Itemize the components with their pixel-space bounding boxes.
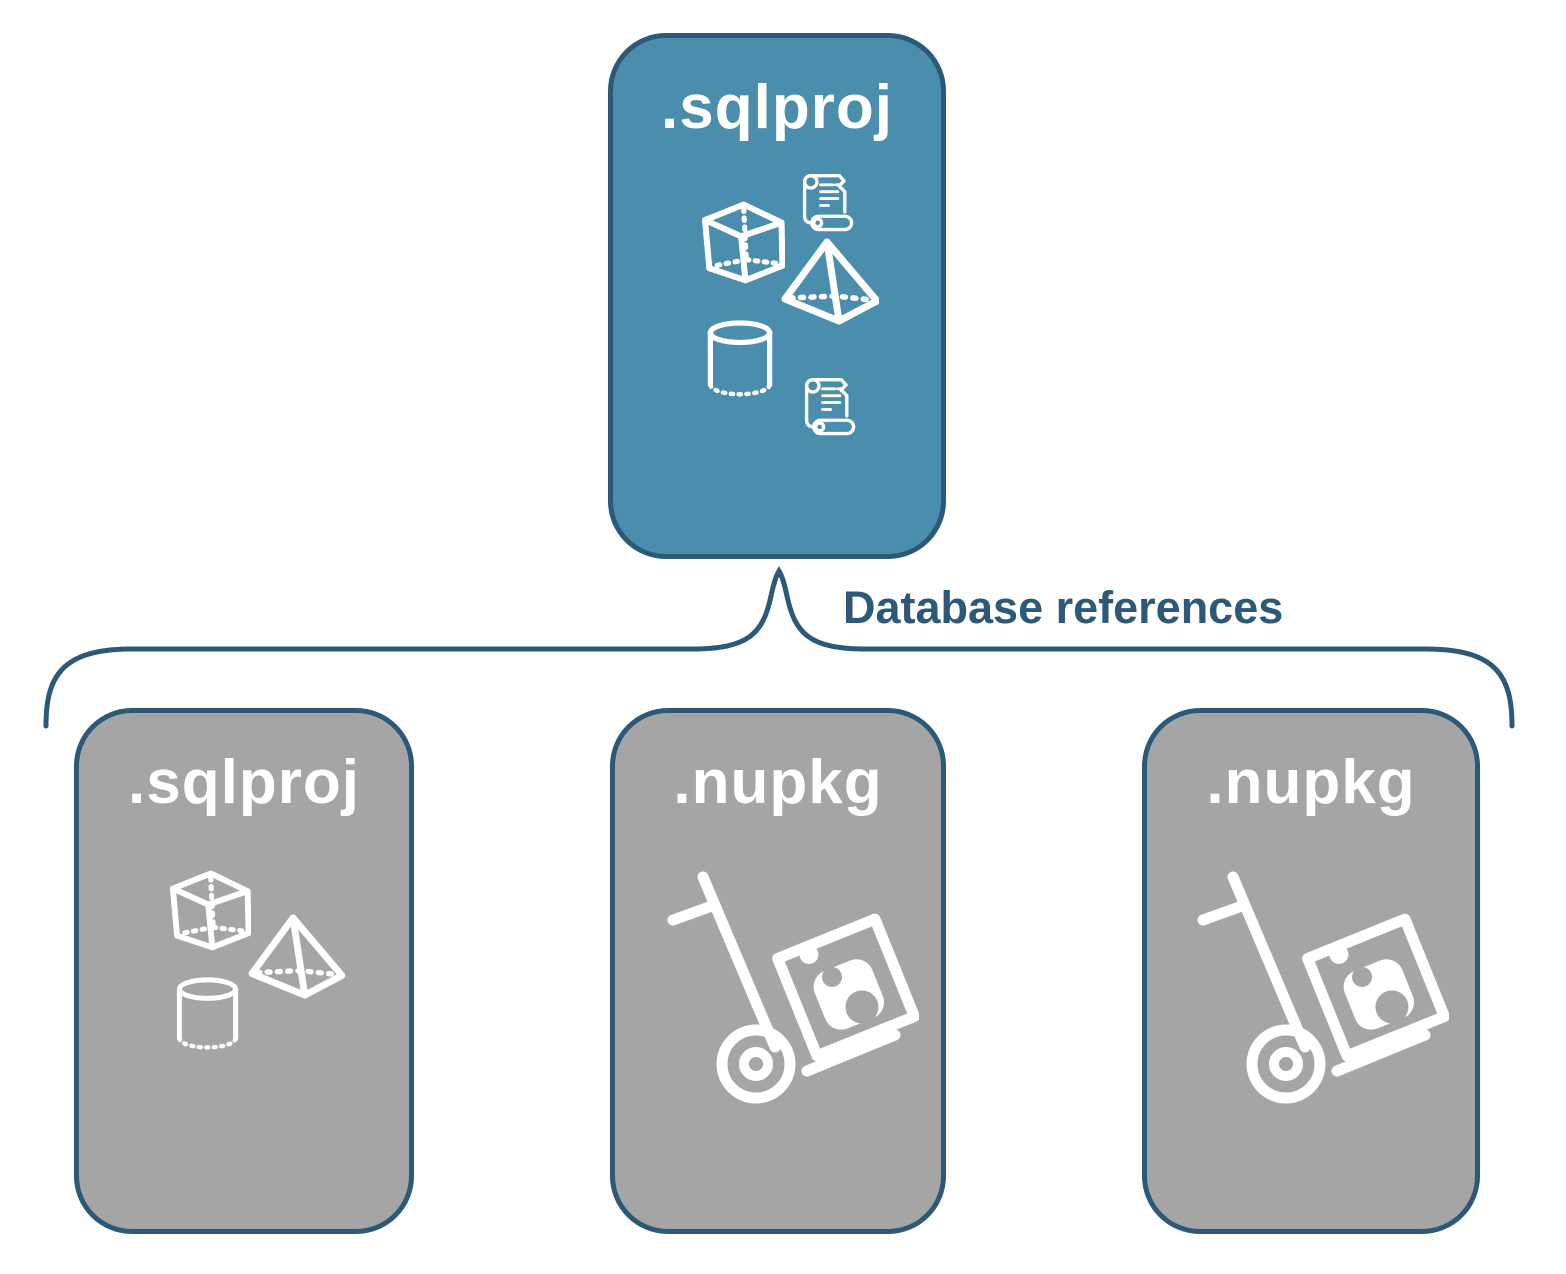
cube-icon <box>169 870 251 951</box>
pyramid-icon <box>781 238 879 325</box>
connector-label: Database references <box>843 582 1284 633</box>
scroll-icon <box>804 377 856 436</box>
sqlproj-child-box: .sqlproj <box>74 708 414 1234</box>
cylinder-icon <box>176 977 239 1050</box>
cube-icon <box>702 201 785 284</box>
child-box-title: .sqlproj <box>128 748 360 817</box>
sqlproj-root-box: .sqlproj <box>608 33 946 559</box>
child-box-title: .nupkg <box>1206 748 1416 817</box>
child-box-title: .nupkg <box>673 748 883 817</box>
handtruck-package-icon <box>1197 871 1449 1104</box>
handtruck-package-icon <box>667 871 919 1104</box>
nupkg-child-box-2: .nupkg <box>1142 708 1480 1234</box>
pyramid-icon <box>248 914 345 999</box>
nupkg-child-box-1: .nupkg <box>610 708 946 1234</box>
root-box-title: .sqlproj <box>661 73 893 142</box>
scroll-icon <box>802 173 854 232</box>
cylinder-icon <box>707 320 773 397</box>
